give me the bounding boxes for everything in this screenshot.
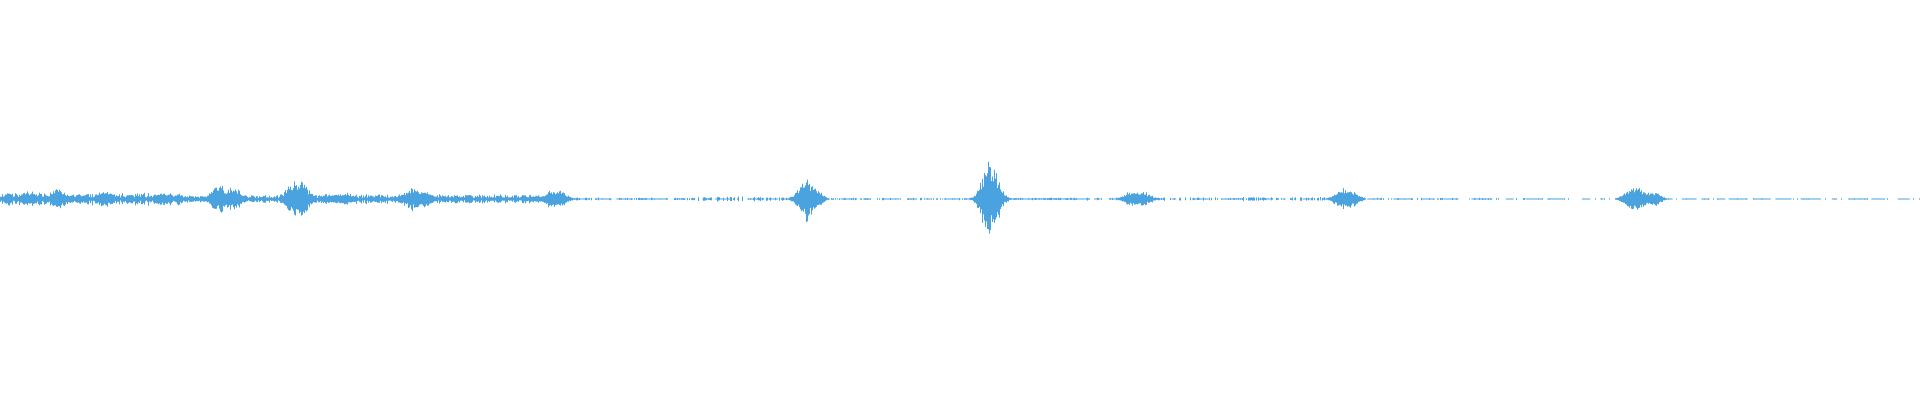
waveform-samples xyxy=(0,161,1920,234)
